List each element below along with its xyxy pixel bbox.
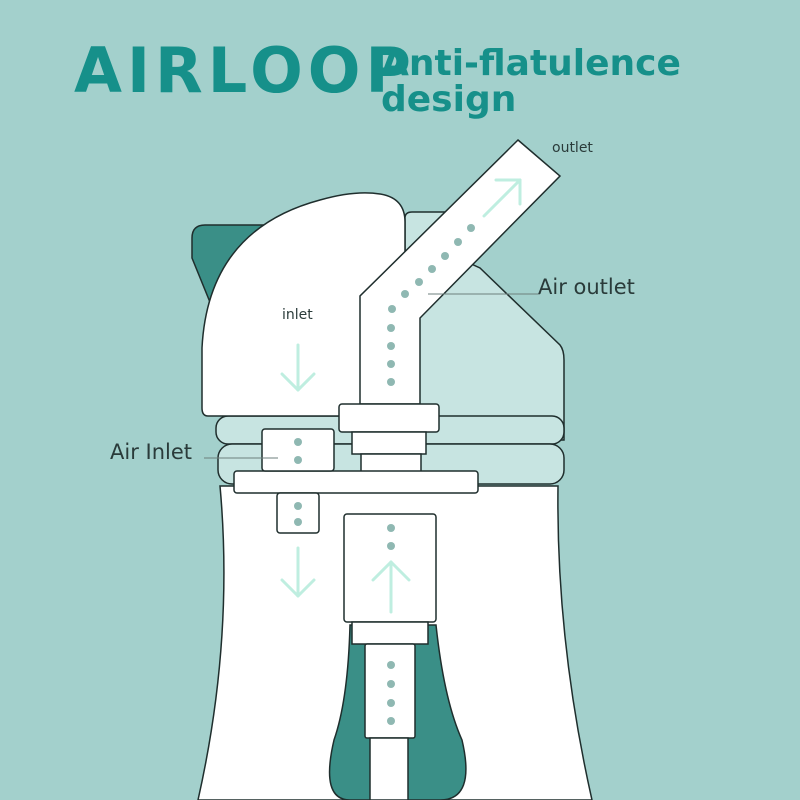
dot-outlet	[428, 265, 436, 273]
dot-vertical	[387, 342, 395, 350]
outlet-arrow-icon	[482, 178, 522, 218]
dot-lower	[387, 717, 395, 725]
dot-central	[387, 542, 395, 550]
air-inlet-block	[261, 428, 335, 472]
inlet-down-arrow-icon	[280, 343, 316, 392]
valve-collar-mid	[351, 431, 427, 455]
brand-title: AIRLOOP	[74, 34, 416, 107]
dot-lower	[387, 661, 395, 669]
tube-collar	[351, 621, 429, 645]
central-up-arrow-icon	[371, 560, 411, 614]
dot-inlet-stem	[294, 502, 302, 510]
dot-vertical	[387, 324, 395, 332]
air-inlet-stem	[276, 492, 320, 534]
subtitle: Anti-flatulence design	[381, 43, 681, 120]
dot-vertical	[387, 360, 395, 368]
dome-cap	[201, 192, 406, 417]
dot-central	[387, 524, 395, 532]
dot-outlet	[401, 290, 409, 298]
dot-outlet	[415, 278, 423, 286]
airflow-dots	[294, 224, 475, 725]
dot-outlet	[441, 252, 449, 260]
dot-outlet	[388, 305, 396, 313]
valve-collar-top	[338, 403, 440, 433]
dot-outlet	[454, 238, 462, 246]
inlet-label: inlet	[282, 307, 313, 323]
dot-lower	[387, 680, 395, 688]
lower-down-arrow-icon	[280, 546, 316, 598]
tube-extension	[369, 737, 409, 800]
airflow-arrows	[280, 178, 522, 614]
dot-inlet-stem	[294, 518, 302, 526]
air-inlet-label: Air Inlet	[110, 440, 193, 464]
outlet-label: outlet	[552, 140, 593, 156]
dot-vertical	[387, 378, 395, 386]
valve-stem	[360, 453, 422, 473]
dot-lower	[387, 699, 395, 707]
valve-plate	[233, 470, 479, 494]
air-outlet-label: Air outlet	[538, 275, 635, 299]
dot-inlet-block	[294, 438, 302, 446]
dot-outlet	[467, 224, 475, 232]
dot-inlet-block	[294, 456, 302, 464]
